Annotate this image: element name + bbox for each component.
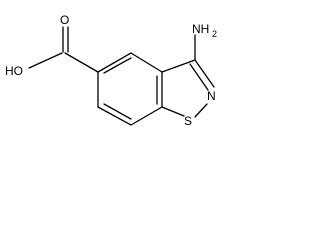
bond-c3-c3a (161, 59, 196, 73)
amino-label: NH (192, 22, 209, 36)
ring-sulfur-label: S (184, 114, 192, 128)
bond-s-c7a (161, 106, 185, 117)
bond-benzene-1 (97, 52, 132, 73)
structure-drawing: HO O NH 2 N S (5, 13, 217, 128)
amino-subscript-label: 2 (212, 29, 217, 39)
benzene-ring (97, 52, 163, 126)
bond-benzene-5 (97, 106, 132, 126)
bond-c3-n-double-b (189, 63, 209, 91)
bond-benzene-5-inner (103, 103, 132, 120)
bond-c3-n-double-a (194, 59, 215, 88)
bond-n-s (194, 103, 208, 118)
carbonyl-oxygen-label: O (60, 13, 69, 27)
bond-benzene-2 (130, 52, 163, 73)
bond-c-oh (28, 52, 63, 69)
ring-nitrogen-label: N (207, 89, 216, 103)
isothiazole-ring (161, 34, 215, 118)
bond-benzene-4 (130, 106, 163, 126)
bond-c-ring (64, 52, 99, 73)
hydroxyl-label: HO (5, 64, 23, 78)
carboxyl-group (28, 26, 99, 73)
bond-benzene-1-inner (103, 57, 132, 74)
